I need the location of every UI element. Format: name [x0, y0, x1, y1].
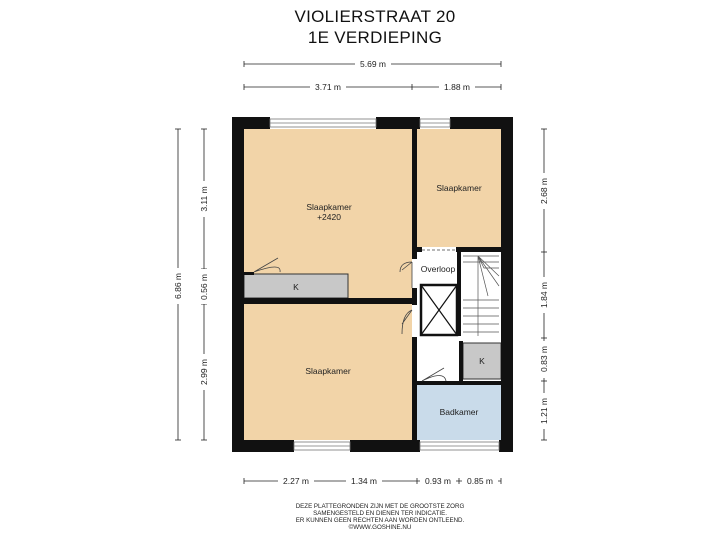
room-landing-label: Overloop	[421, 264, 456, 274]
bedroom-bottom-floor	[244, 304, 412, 440]
dim-left-total: 6.86 m	[173, 273, 183, 299]
bathroom-floor	[417, 384, 501, 440]
dim-right-2: 1.84 m	[539, 282, 549, 308]
floorplan-title: VIOLIERSTRAAT 20 1E VERDIEPING	[0, 6, 720, 48]
wall-bedroom-right-bottom-2	[456, 247, 501, 252]
wall-interior-vertical-3	[412, 337, 417, 440]
wall-top-right	[450, 117, 513, 129]
wall-bottom-mid	[350, 440, 420, 452]
room-bedroom-main-area: +2420	[317, 212, 341, 222]
dim-bottom-1: 2.27 m	[283, 476, 309, 486]
wall-bath-top	[417, 381, 501, 385]
dim-bottom-2: 1.34 m	[351, 476, 377, 486]
dimensions-top: 5.69 m 3.71 m 1.88 m	[243, 58, 502, 92]
disclaimer: DEZE PLATTEGRONDEN ZIJN MET DE GROOTSTE …	[230, 503, 530, 531]
dim-bottom-4: 0.85 m	[467, 476, 493, 486]
bedroom-main-floor	[244, 129, 412, 299]
wall-mid-horizontal	[244, 298, 417, 304]
floor-fills	[243, 129, 502, 440]
dim-left-2: 0.56 m	[199, 274, 209, 300]
title-address: VIOLIERSTRAAT 20	[294, 7, 456, 26]
wall-bedroom-right-bottom	[417, 247, 422, 252]
disclaimer-line: ER KUNNEN GEEN RECHTEN AAN WORDEN ONTLEE…	[295, 517, 465, 524]
doors	[253, 249, 456, 382]
door-bedroom-bottom	[401, 309, 413, 335]
wall-right	[501, 117, 513, 452]
dim-top-left: 3.71 m	[315, 82, 341, 92]
dim-top-right: 1.88 m	[444, 82, 470, 92]
dim-right-3: 0.83 m	[539, 346, 549, 372]
room-bedroom-main-label: Slaapkamer	[306, 202, 352, 212]
walls	[232, 117, 513, 452]
room-bedroom-bottom-label: Slaapkamer	[305, 366, 351, 376]
wall-bottom-left	[232, 440, 294, 452]
disclaimer-copyright: ©WWW.GOSHINE.NU	[348, 524, 412, 531]
dimensions-right: 2.68 m 1.84 m 0.83 m 1.21 m	[538, 128, 550, 441]
wall-landing-right	[457, 252, 461, 336]
dim-left-3: 2.99 m	[199, 359, 209, 385]
dim-top-total: 5.69 m	[360, 59, 386, 69]
dimensions-left: 6.86 m 3.11 m 0.56 m 2.99 m	[172, 128, 210, 441]
void-shaft	[419, 283, 459, 337]
door-closet-left	[253, 257, 281, 273]
wall-closet-left-top	[244, 272, 254, 275]
dim-left-1: 3.11 m	[199, 186, 209, 211]
room-bathroom-label: Badkamer	[440, 407, 479, 417]
room-closet-left-label: K	[293, 282, 299, 292]
wall-bottom-right	[499, 440, 513, 452]
title-floor: 1E VERDIEPING	[307, 28, 443, 47]
bedroom-right-floor	[417, 129, 501, 247]
windows	[269, 118, 500, 451]
wall-interior-vertical-2	[412, 288, 417, 305]
disclaimer-line: DEZE PLATTEGRONDEN ZIJN MET DE GROOTSTE …	[295, 503, 465, 510]
wall-closet-right-left	[459, 341, 463, 381]
wall-interior-vertical	[412, 129, 417, 259]
wall-left	[232, 117, 244, 452]
dimensions-bottom: 2.27 m 1.34 m 0.93 m 0.85 m	[243, 475, 502, 486]
room-labels: Slaapkamer +2420 Slaapkamer Slaapkamer O…	[293, 183, 485, 417]
dim-right-1: 2.68 m	[539, 178, 549, 204]
door-bedroom-main	[399, 261, 413, 288]
staircase	[463, 255, 500, 336]
wall-top-mid	[376, 117, 420, 129]
door-bathroom	[421, 367, 447, 382]
disclaimer-line: SAMENGESTELD EN DIENEN TER INDICATIE.	[313, 510, 447, 517]
dim-bottom-3: 0.93 m	[425, 476, 451, 486]
room-bedroom-right-label: Slaapkamer	[436, 183, 482, 193]
room-closet-right-label: K	[479, 356, 485, 366]
dim-right-4: 1.21 m	[539, 398, 549, 424]
stair-area	[461, 252, 501, 338]
